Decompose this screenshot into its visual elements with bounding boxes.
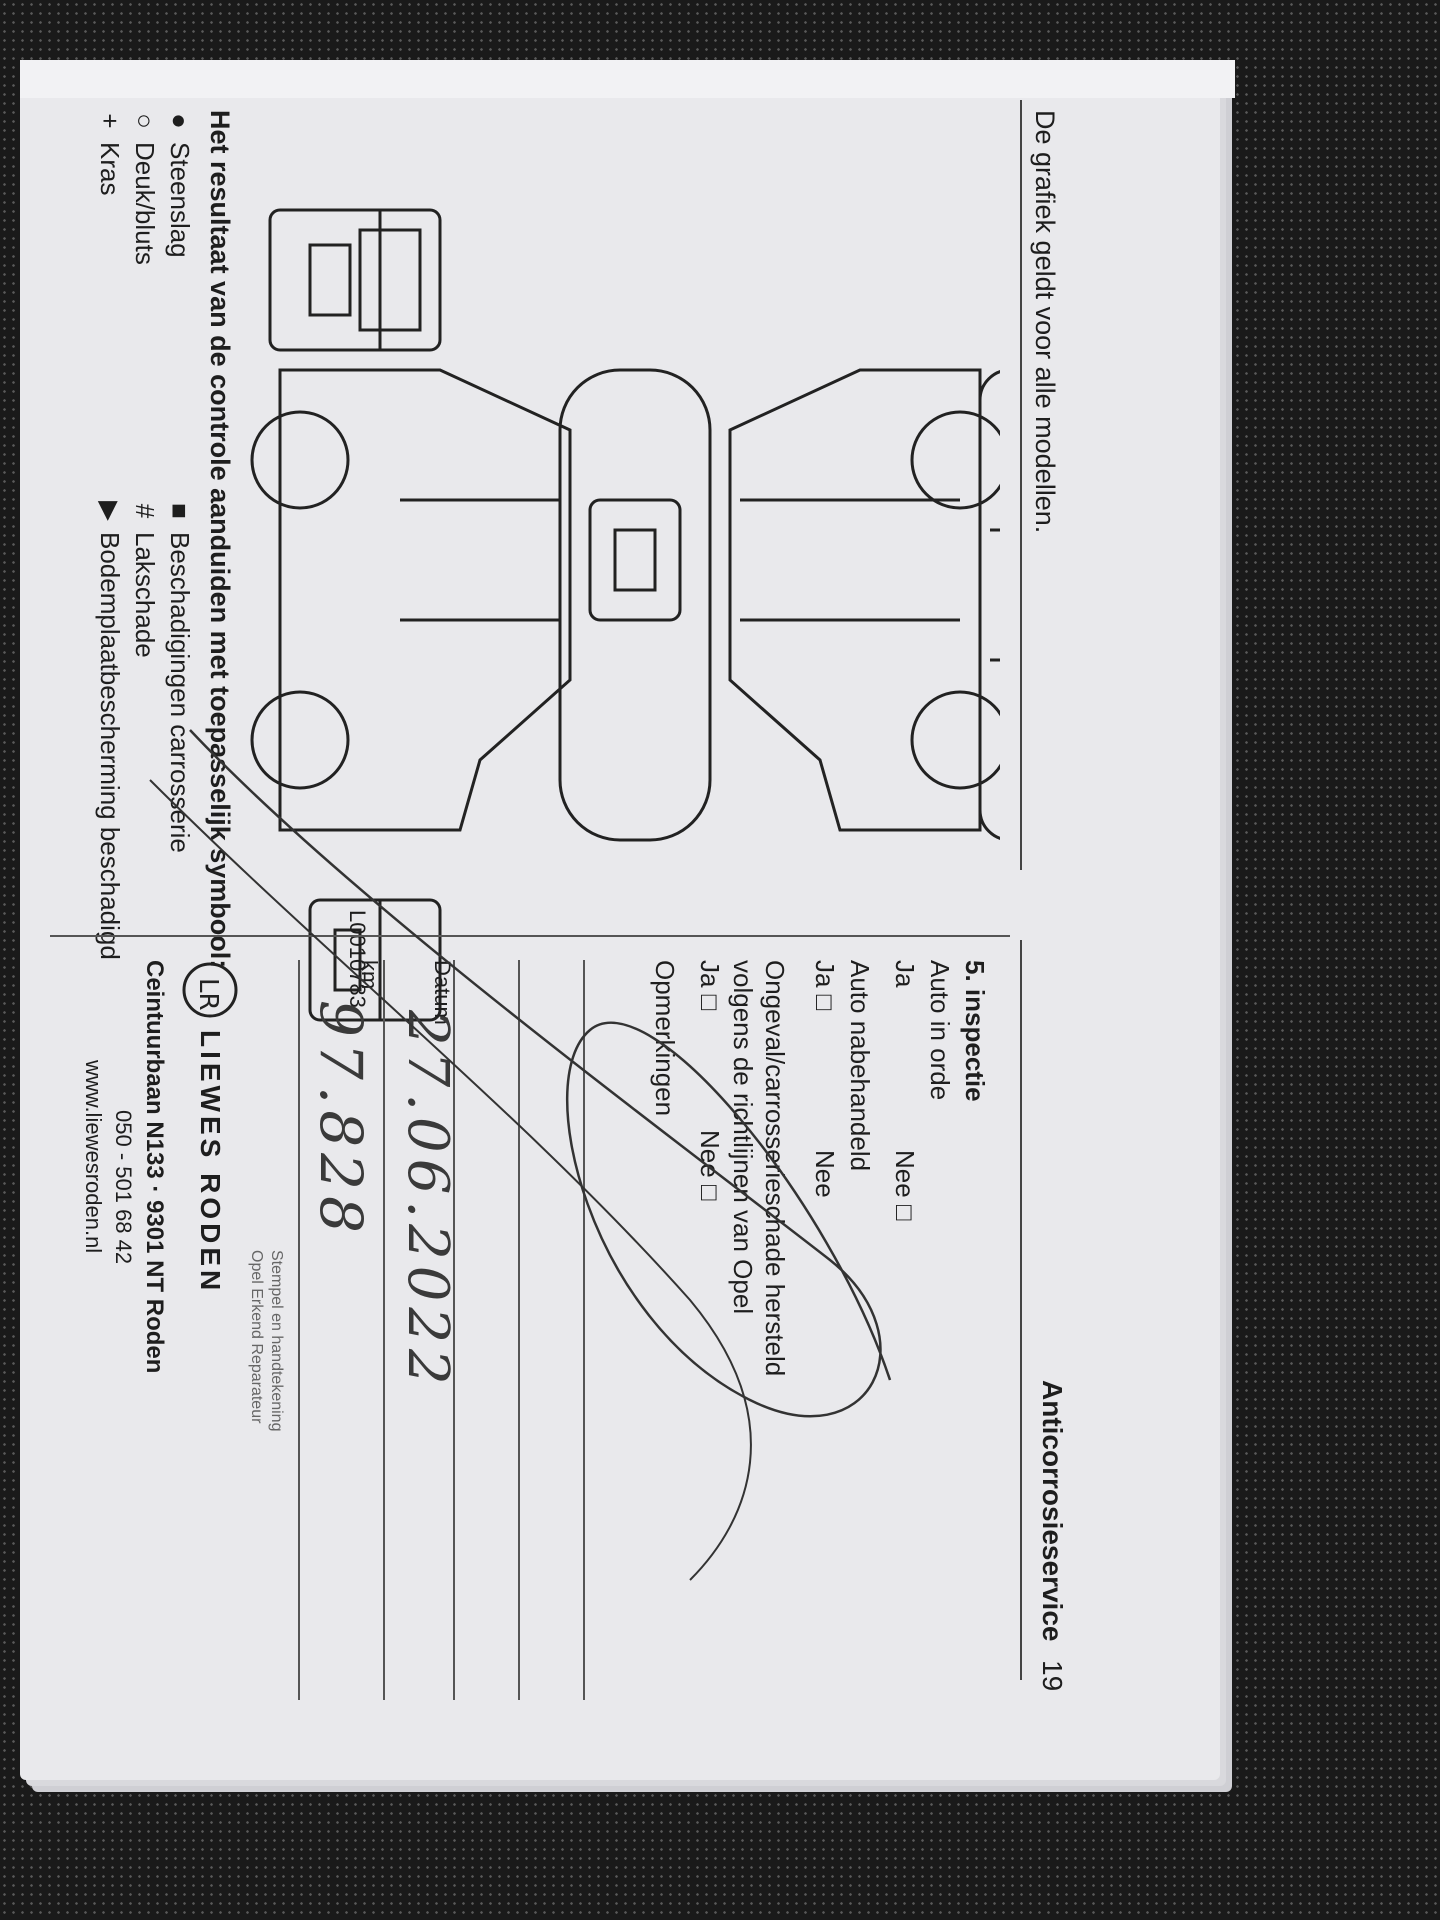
legend-item: ●Steenslag [165,113,195,258]
booklet-spread: De grafiek geldt voor alle modellen. [30,80,1130,1760]
page-number: 19 [1037,1660,1068,1692]
signature-scribble [149,729,892,1581]
section-header: Anticorrosieservice [1037,1380,1068,1642]
car-damage-diagram [250,208,1000,1022]
dealer-logo-icon: LR [182,962,238,1018]
inspection-title: 5. inspectie [960,960,990,1102]
car-side-view-right [250,368,572,832]
svg-text:LR: LR [193,978,223,1011]
right-rule [1020,940,1022,1680]
legend-item: +Kras [95,113,125,196]
left-rule [1020,100,1022,870]
car-top-view [558,368,712,842]
legend-item: #Lakschade [130,503,160,658]
dealer-web: www.liewesroden.nl [81,1060,106,1254]
car-rear-view [268,208,442,352]
legend-item: ▶Bodemplaatbescherming beschadigd [95,501,125,960]
legend-item: ○Deuk/bluts [130,113,160,265]
car-front-view [308,898,442,1022]
car-underbody-view [978,368,1000,842]
page-edge [20,60,1235,98]
intro-text: De grafiek geldt voor alle modellen. [1030,110,1060,534]
